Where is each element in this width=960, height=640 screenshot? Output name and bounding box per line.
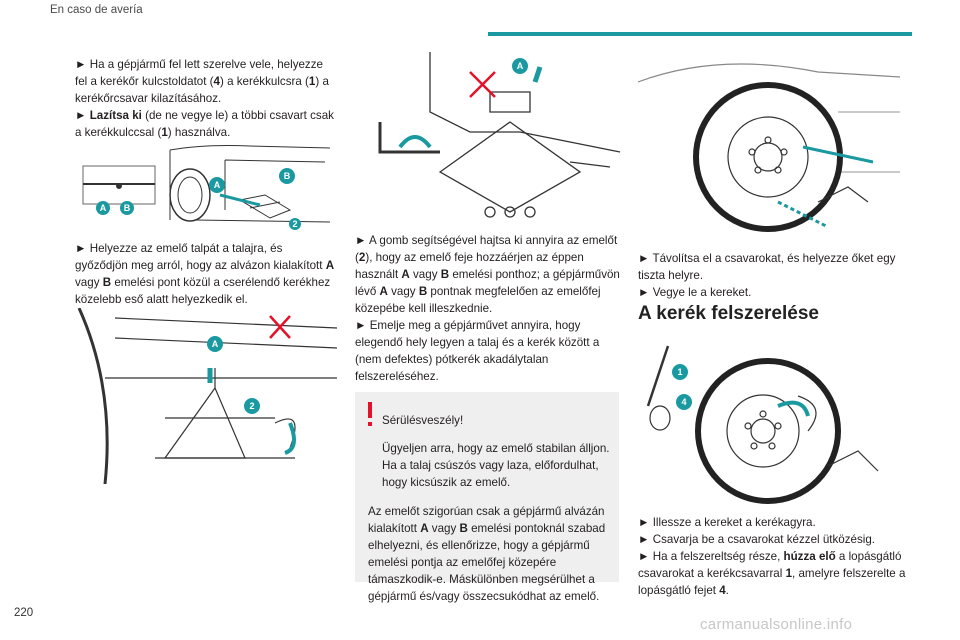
svg-text:1: 1 bbox=[677, 367, 682, 377]
col1-paragraph-1: ► Ha a gépjármű fel lett szerelve vele, … bbox=[75, 58, 334, 139]
chapter-title: En caso de avería bbox=[50, 4, 143, 16]
col3-paragraph-3: ► Illessze a kereket a kerékagyra. ► Csa… bbox=[638, 516, 906, 597]
page-header: En caso de avería bbox=[0, 0, 960, 40]
figure-jack-position: A B A B 2 bbox=[75, 140, 337, 230]
badge-2 bbox=[289, 218, 301, 230]
badge-2 bbox=[244, 398, 260, 414]
warning-text-1: Ügyeljen arra, hogy az emelő stabilan ál… bbox=[382, 442, 610, 490]
figure-wheel-fitting: 1 4 bbox=[638, 336, 900, 508]
svg-text:A: A bbox=[517, 61, 524, 71]
section-title: A kerék felszerelése bbox=[638, 303, 819, 324]
badge-4 bbox=[676, 394, 692, 410]
col3-paragraph-1: ► Távolítsa el a csavarokat, és helyezze… bbox=[638, 252, 896, 299]
badge-1 bbox=[672, 364, 688, 380]
badge-b-small bbox=[120, 201, 134, 215]
warning-box: Sérülésveszély! Ügyeljen arra, hogy az e… bbox=[355, 392, 619, 603]
figure-wheel-removal bbox=[638, 52, 900, 242]
svg-text:B: B bbox=[284, 171, 291, 181]
svg-text:A: A bbox=[214, 180, 221, 190]
svg-text:2: 2 bbox=[249, 401, 254, 411]
figure-jack-head: A bbox=[370, 52, 622, 222]
warning-title: Sérülésveszély! bbox=[382, 413, 464, 427]
watermark: carmanualsonline.info bbox=[700, 616, 853, 633]
warning-icon bbox=[368, 402, 372, 426]
figure-jack-under-point: A 2 bbox=[75, 308, 337, 484]
badge-a bbox=[209, 177, 225, 193]
svg-text:A: A bbox=[212, 339, 219, 349]
badge-a bbox=[512, 58, 528, 74]
badge-a-small bbox=[96, 201, 110, 215]
svg-text:2: 2 bbox=[292, 219, 297, 229]
badge-b bbox=[279, 168, 295, 184]
svg-text:A: A bbox=[100, 203, 107, 213]
page-number: 220 bbox=[14, 607, 34, 619]
svg-text:4: 4 bbox=[681, 397, 686, 407]
badge-a bbox=[207, 336, 223, 352]
svg-text:B: B bbox=[124, 203, 131, 213]
header-accent-bar bbox=[488, 32, 912, 36]
cross-icon bbox=[469, 71, 496, 98]
warning-text-2: Az emelőt szigorúan csak a gépjármű alvá… bbox=[368, 504, 606, 603]
col2-paragraph-1: ► A gomb segítségével hajtsa ki annyira … bbox=[355, 234, 620, 383]
col1-paragraph-3: ► Helyezze az emelő talpát a talajra, és… bbox=[75, 242, 335, 306]
cross-icon bbox=[269, 315, 291, 339]
